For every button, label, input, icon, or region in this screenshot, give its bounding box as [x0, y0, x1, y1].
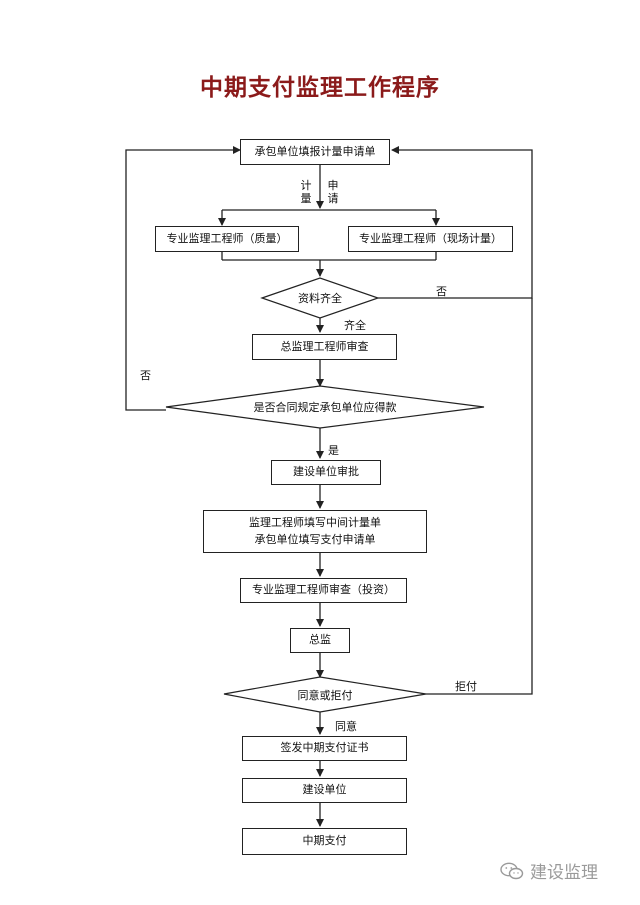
watermark: 建设监理: [500, 858, 598, 883]
agree-or-refuse-text: 同意或拒付: [297, 689, 353, 702]
watermark-text: 建设监理: [530, 863, 598, 883]
apply-label-1: 申: [327, 179, 339, 192]
interim-pay-box: 中期支付: [242, 828, 407, 855]
engineer-invest-box: 专业监理工程师审查（投资）: [240, 578, 407, 603]
owner-approve-box: 建设单位审批: [271, 460, 381, 485]
no-label-right: 否: [436, 285, 447, 298]
diamond-agree-or-refuse: [223, 676, 427, 713]
contract-check-text: 是否合同规定承包单位应得款: [253, 401, 397, 414]
page-title: 中期支付监理工作程序: [200, 75, 440, 101]
refuse-label: 拒付: [455, 680, 477, 693]
measure-label-1: 计: [300, 179, 312, 192]
contractor-apply-box: 承包单位填报计量申请单: [240, 139, 390, 165]
materials-complete-text: 资料齐全: [298, 292, 342, 305]
chief-review-box: 总监理工程师审查: [252, 334, 397, 360]
engineer-quality-box: 专业监理工程师（质量）: [155, 226, 299, 252]
fill-forms-line2: 承包单位填写支付申请单: [254, 532, 376, 546]
measure-label-2: 量: [300, 192, 312, 205]
no-label-left: 否: [140, 369, 151, 382]
apply-label-2: 请: [327, 192, 339, 205]
issue-cert-box: 签发中期支付证书: [242, 736, 407, 761]
fill-forms-line1: 监理工程师填写中间计量单: [249, 516, 381, 529]
engineer-measure-box: 专业监理工程师（现场计量）: [348, 226, 513, 252]
yes-label: 是: [328, 444, 339, 457]
owner-box: 建设单位: [242, 778, 407, 803]
complete-label: 齐全: [344, 319, 366, 332]
wechat-icon: [500, 862, 524, 879]
chief-box: 总监: [290, 628, 350, 653]
diamond-materials-complete: [260, 277, 380, 319]
diamond-contract-check: [165, 385, 485, 429]
fill-forms-box: 监理工程师填写中间计量单 承包单位填写支付申请单: [203, 510, 427, 553]
agree-label: 同意: [335, 720, 357, 733]
